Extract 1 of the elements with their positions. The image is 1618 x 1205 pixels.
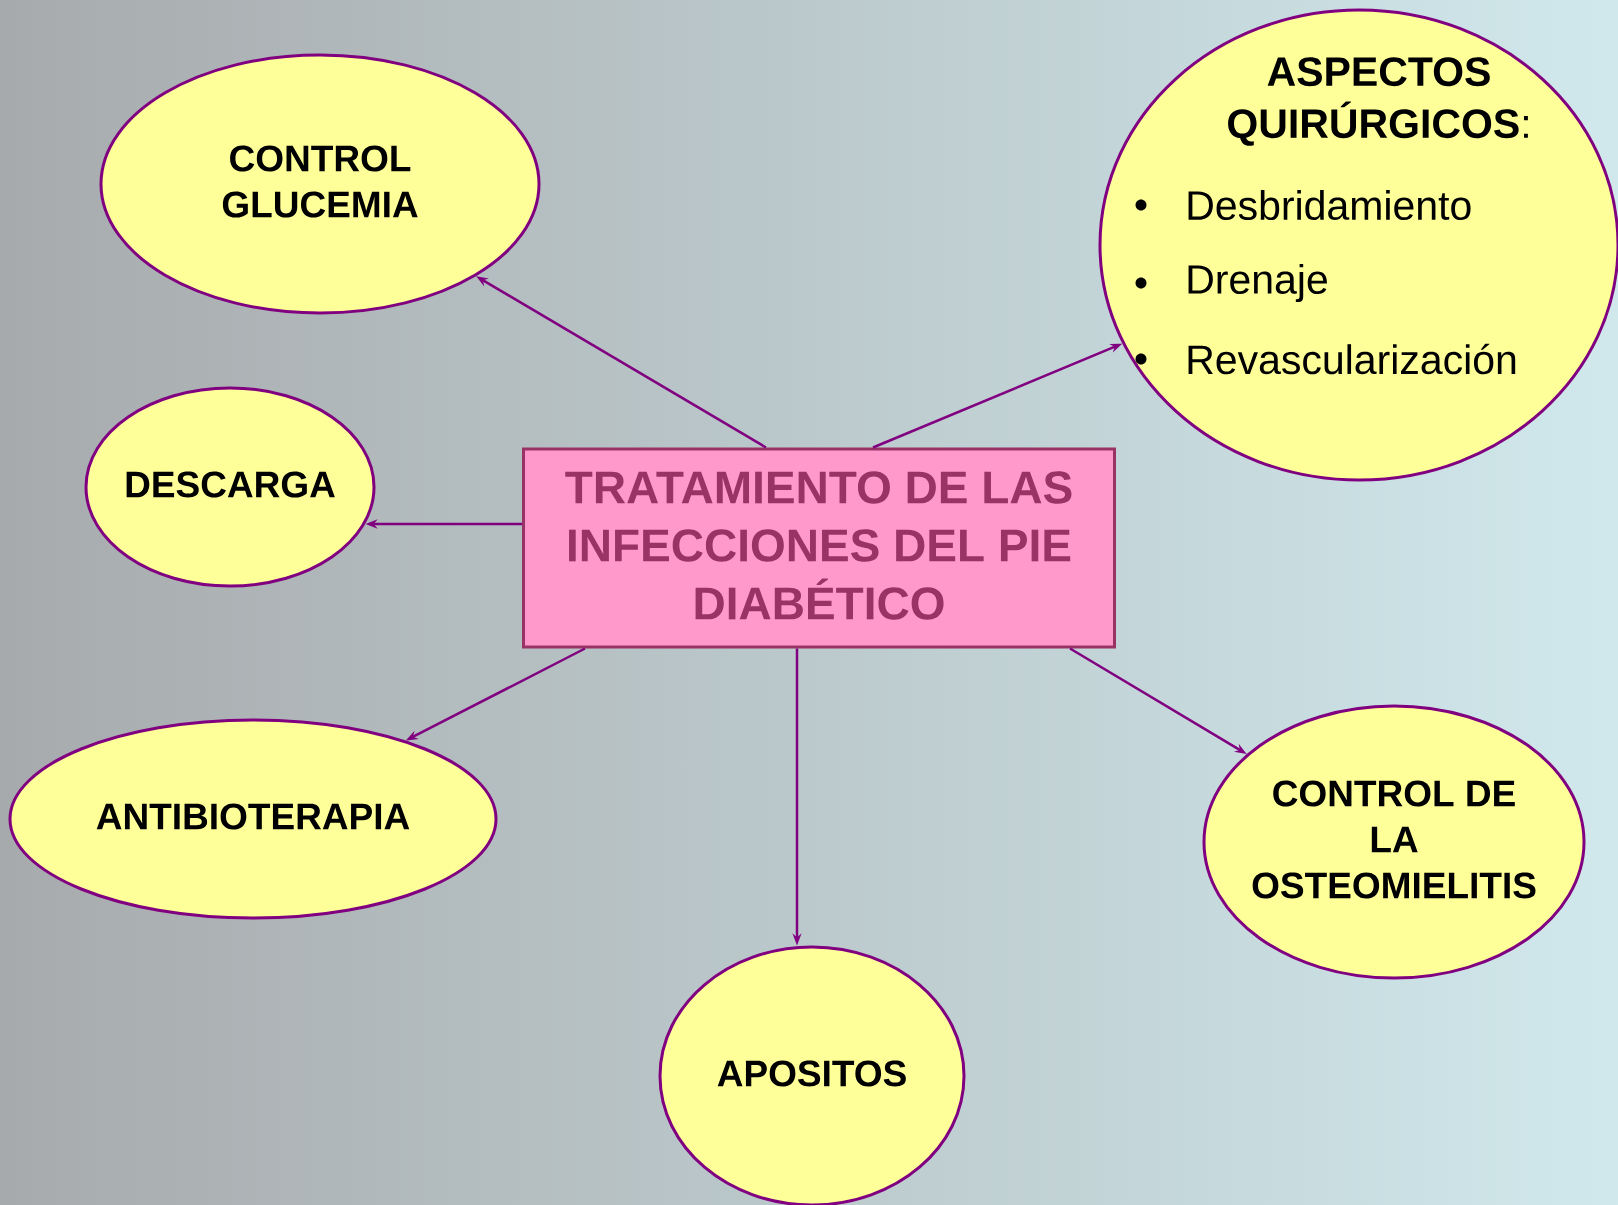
- title-box: TRATAMIENTO DE LAS INFECCIONES DEL PIE DIABÉTICO: [522, 447, 1116, 649]
